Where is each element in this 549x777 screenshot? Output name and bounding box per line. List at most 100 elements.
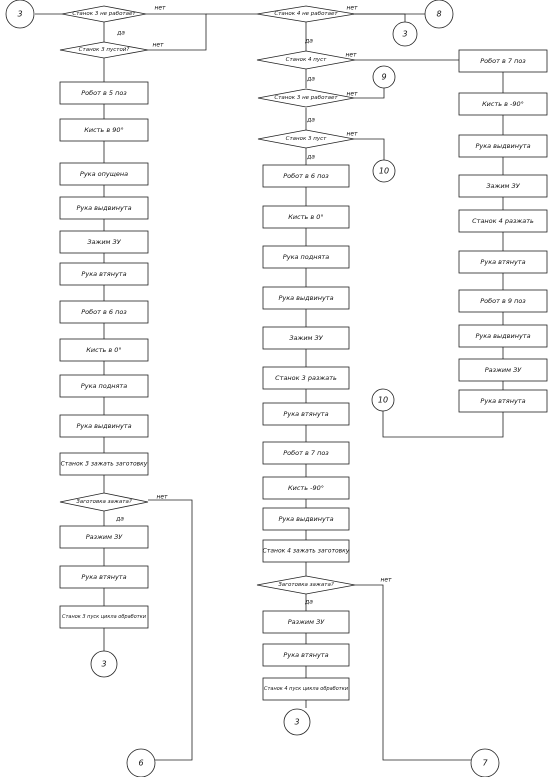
process-box-label: Зажим ЗУ: [486, 182, 520, 190]
process-box-label: Зажим ЗУ: [289, 334, 323, 342]
process-box-shape: [262, 205, 350, 229]
process-box-label: Кисть в 0°: [288, 213, 323, 221]
process-box-R10: Рука втянута: [458, 389, 548, 413]
connector-line: [146, 13, 207, 51]
connector-line: [355, 584, 472, 761]
process-box-R4: Зажим ЗУ: [458, 174, 548, 198]
connector-number: 3: [101, 660, 106, 669]
decision-label: Станок 3 пустой?: [79, 47, 130, 53]
process-box-shape: [262, 245, 350, 269]
decision-label: Станок 3 не работает: [274, 95, 338, 101]
process-box-L13: Рука втянута: [59, 565, 149, 589]
process-box-label: Робот в 5 поз: [81, 89, 127, 97]
process-box-label: Робот в 9 поз: [480, 297, 526, 305]
connector-number: 7: [482, 759, 488, 768]
process-box-shape: [262, 164, 350, 188]
branch-label-yes: да: [115, 516, 124, 523]
process-box-M14: Станок 4 пуск цикла обработки: [262, 677, 350, 701]
process-box-label: Кисть -90°: [288, 484, 324, 492]
connector-circle-c9: 9: [372, 65, 396, 89]
process-box-shape: [262, 476, 350, 500]
branch-label-no: нет: [152, 42, 164, 49]
process-box-shape: [59, 300, 149, 324]
decision-diamond-shape: [256, 5, 356, 23]
decision-d_zag2: Заготовка зажата?: [256, 575, 356, 595]
decision-d5: Станок 3 не работает: [257, 88, 355, 108]
process-box-label: Рука втянута: [480, 397, 525, 405]
process-box-L14: Станок 3 пуск цикла обработки: [59, 605, 149, 629]
connector-circle-c7: 7: [470, 748, 500, 777]
connector-circle-c8_top: 8: [424, 0, 454, 29]
process-box-shape: [59, 565, 149, 589]
process-box-label: Станок 3 зажать заготовку: [61, 461, 148, 468]
process-box-L2: Кисть в 90°: [59, 118, 149, 142]
connector-number: 3: [17, 10, 22, 19]
connector-number: 10: [379, 167, 389, 176]
connector-circle-shape: [371, 388, 395, 412]
process-box-R9: Разжим ЗУ: [458, 358, 548, 382]
process-box-shape: [59, 81, 149, 105]
process-box-R1: Робот в 7 поз: [458, 49, 548, 73]
process-box-shape: [262, 677, 350, 701]
process-box-M7: Рука втянута: [262, 402, 350, 426]
decision-label: Заготовка зажата?: [278, 582, 334, 588]
process-box-L10: Рука выдвинута: [59, 414, 149, 438]
connector-line: [355, 13, 406, 22]
branch-label-no: нет: [154, 5, 166, 12]
branch-label-yes: да: [116, 30, 125, 37]
connector-line: [354, 88, 385, 99]
process-box-M12: Разжим ЗУ: [262, 610, 350, 634]
process-box-label: Рука выдвинута: [76, 422, 131, 430]
process-box-M10: Рука выдвинута: [262, 507, 350, 531]
process-box-R6: Рука втянута: [458, 250, 548, 274]
branch-label-yes: да: [304, 599, 313, 606]
branch-label-yes: да: [304, 38, 313, 45]
connector-circle-shape: [372, 159, 396, 183]
process-box-shape: [458, 324, 548, 348]
process-box-L11: Станок 3 зажать заготовку: [59, 452, 149, 476]
process-box-L8: Кисть в 0°: [59, 338, 149, 362]
connector-number: 6: [138, 759, 143, 768]
connector-circle-shape: [90, 650, 118, 678]
process-box-shape: [262, 326, 350, 350]
process-box-label: Кисть в 90°: [84, 126, 124, 134]
connector-circle-shape: [470, 748, 500, 777]
branch-label-no: нет: [346, 91, 358, 98]
process-box-label: Разжим ЗУ: [86, 533, 124, 541]
process-box-label: Кисть в -90°: [482, 100, 524, 108]
process-box-M5: Зажим ЗУ: [262, 326, 350, 350]
process-box-M2: Кисть в 0°: [262, 205, 350, 229]
connector-line: [148, 499, 193, 761]
process-box-label: Рука втянута: [81, 270, 126, 278]
decision-label: Станок 4 не работает: [274, 11, 338, 17]
process-box-shape: [458, 289, 548, 313]
branch-label-no: нет: [346, 5, 358, 12]
process-box-shape: [59, 162, 149, 186]
process-box-label: Робот в 6 поз: [81, 308, 127, 316]
process-box-M8: Робот в 7 поз: [262, 441, 350, 465]
decision-label: Станок 3 не работает: [72, 11, 136, 17]
connector-circle-c10_m: 10: [372, 159, 396, 183]
process-box-label: Станок 4 разжать: [472, 217, 534, 225]
process-box-label: Станок 4 зажать заготовку: [263, 548, 350, 555]
process-box-L5: Зажим ЗУ: [59, 230, 149, 254]
process-box-label: Станок 3 пуск цикла обработки: [62, 614, 147, 620]
process-box-shape: [458, 92, 548, 116]
process-box-shape: [59, 525, 149, 549]
decision-label: Заготовка зажата?: [76, 499, 132, 505]
connector-circle-c3_c2_top: 3: [392, 21, 418, 47]
branch-label-yes: да: [306, 117, 315, 124]
decision-d2: Станок 3 пустой?: [59, 41, 149, 59]
process-box-shape: [262, 610, 350, 634]
connector-circle-shape: [5, 0, 35, 29]
connector-circle-c10_r: 10: [371, 388, 395, 412]
process-box-L7: Робот в 6 поз: [59, 300, 149, 324]
process-box-label: Рука выдвинута: [475, 332, 530, 340]
process-box-shape: [59, 230, 149, 254]
process-box-shape: [458, 49, 548, 73]
process-box-shape: [59, 196, 149, 220]
process-box-label: Станок 3 разжать: [275, 374, 337, 382]
process-box-L12: Разжим ЗУ: [59, 525, 149, 549]
